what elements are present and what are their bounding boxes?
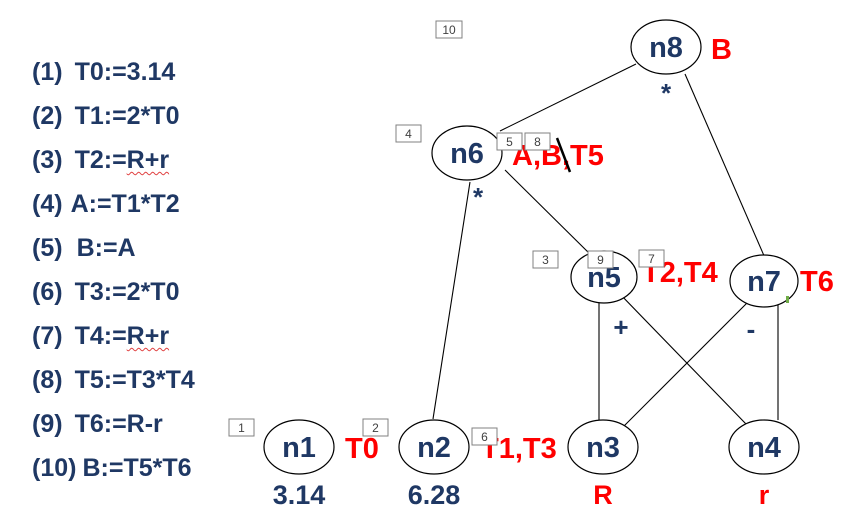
node-n1-attached: T0 [345, 433, 379, 465]
statement-8: (8) T5:=T3*T4 [32, 366, 195, 395]
node-n2-value: 6.28 [408, 480, 461, 510]
node-n8-attached: B [711, 34, 732, 66]
statement-7: (7) T4:=R+r [32, 322, 169, 351]
statement-1: (1) T0:=3.14 [32, 58, 175, 87]
node-n4-label: n4 [747, 432, 781, 464]
step-tag-6: 6 [471, 427, 498, 446]
statement-text: T0:=3.14 [74, 58, 176, 86]
edge-n7-n3 [623, 302, 748, 427]
statement-text: B:=T5*T6 [82, 454, 192, 482]
step-tag-text: 4 [405, 127, 412, 141]
step-tag-5: 5 [496, 132, 523, 151]
edge-n8-n7 [684, 73, 766, 259]
node-n8: n8 B * [630, 19, 732, 108]
statement-text: T3:=2*T0 [74, 278, 180, 306]
step-tag-8: 8 [524, 132, 551, 151]
edges [432, 63, 779, 427]
node-n8-label: n8 [649, 32, 683, 64]
statement-number: (10) [32, 454, 77, 482]
step-tag-2: 2 [362, 418, 389, 437]
statement-number: (7) [32, 322, 63, 350]
spell-flagged-text: R+r [126, 322, 170, 350]
step-tag-3: 3 [532, 250, 559, 269]
statement-number: (6) [32, 278, 63, 306]
statement-5: (5) B:=A [32, 234, 136, 263]
statement-number: (1) [32, 58, 63, 86]
statement-text: A:=T1*T2 [70, 190, 180, 218]
step-tag-text: 5 [506, 135, 513, 149]
statement-text: T4:= [74, 322, 127, 350]
step-tag-10: 10 [435, 20, 463, 39]
node-n1: n1 T0 3.14 [263, 419, 379, 510]
node-n5-op: + [613, 312, 628, 342]
spell-flagged-text: R+r [126, 146, 170, 174]
node-n7: n7 T6 - [729, 254, 834, 344]
strike-mark [555, 137, 572, 173]
statement-number: (8) [32, 366, 63, 394]
statement-text: T6:=R-r [74, 410, 163, 438]
node-n7-ellipse [729, 254, 799, 308]
step-tag-text: 2 [372, 421, 379, 435]
edge-n6-n5 [504, 169, 595, 259]
node-n3: n3 R [567, 419, 639, 510]
step-tag-text: 3 [542, 253, 549, 267]
statement-6: (6) T3:=2*T0 [32, 278, 179, 307]
node-n4: n4 r [728, 419, 800, 510]
edge-n6-n2 [432, 181, 471, 420]
step-tag-text: 9 [597, 253, 604, 267]
node-n3-value: R [593, 480, 613, 510]
node-n8-op: * [661, 78, 672, 108]
statement-number: (2) [32, 102, 63, 130]
step-tag-text: 7 [648, 252, 655, 266]
statement-10: (10)B:=T5*T6 [32, 454, 192, 483]
node-n4-value: r [759, 480, 770, 510]
node-n7-label: n7 [747, 266, 781, 298]
node-n7-op: - [747, 314, 756, 344]
statement-number: (9) [32, 410, 63, 438]
node-n2-ellipse [398, 419, 470, 475]
node-n6-op: * [473, 182, 484, 212]
step-tags: 1 2 3 4 5 6 7 8 [228, 20, 665, 446]
step-tag-1: 1 [228, 418, 255, 437]
node-n1-label: n1 [282, 432, 316, 464]
edge-n8-n6 [499, 63, 637, 132]
step-tag-text: 1 [238, 421, 245, 435]
step-tag-text: 6 [481, 430, 488, 444]
statement-text: T2:= [74, 146, 127, 174]
edge-n5-n4 [617, 291, 747, 425]
statement-4: (4)A:=T1*T2 [32, 190, 180, 219]
step-tag-text: 10 [442, 23, 456, 37]
node-n1-ellipse [263, 419, 335, 475]
node-n8-ellipse [630, 19, 702, 75]
node-n2-label: n2 [417, 432, 451, 464]
node-n6-label: n6 [450, 138, 484, 170]
statement-text: B:=A [76, 234, 136, 262]
statement-text: T5:=T3*T4 [74, 366, 195, 394]
node-n1-value: 3.14 [273, 480, 326, 510]
step-tag-7: 7 [638, 249, 665, 268]
node-n4-ellipse [728, 419, 800, 475]
step-tag-4: 4 [395, 124, 422, 143]
statement-number: (4) [32, 190, 63, 218]
node-n3-label: n3 [586, 432, 620, 464]
node-n3-ellipse [567, 419, 639, 475]
statement-3: (3) T2:=R+r [32, 146, 169, 175]
node-n7-attached: T6 [800, 266, 834, 298]
resize-handle-mark [786, 296, 789, 303]
node-n6-ellipse [431, 125, 503, 181]
statement-2: (2) T1:=2*T0 [32, 102, 179, 131]
statement-text: T1:=2*T0 [74, 102, 180, 130]
step-tag-text: 8 [534, 135, 541, 149]
statement-number: (3) [32, 146, 63, 174]
step-tag-9: 9 [587, 250, 614, 269]
statement-number: (5) [32, 234, 63, 262]
statement-9: (9) T6:=R-r [32, 410, 163, 439]
